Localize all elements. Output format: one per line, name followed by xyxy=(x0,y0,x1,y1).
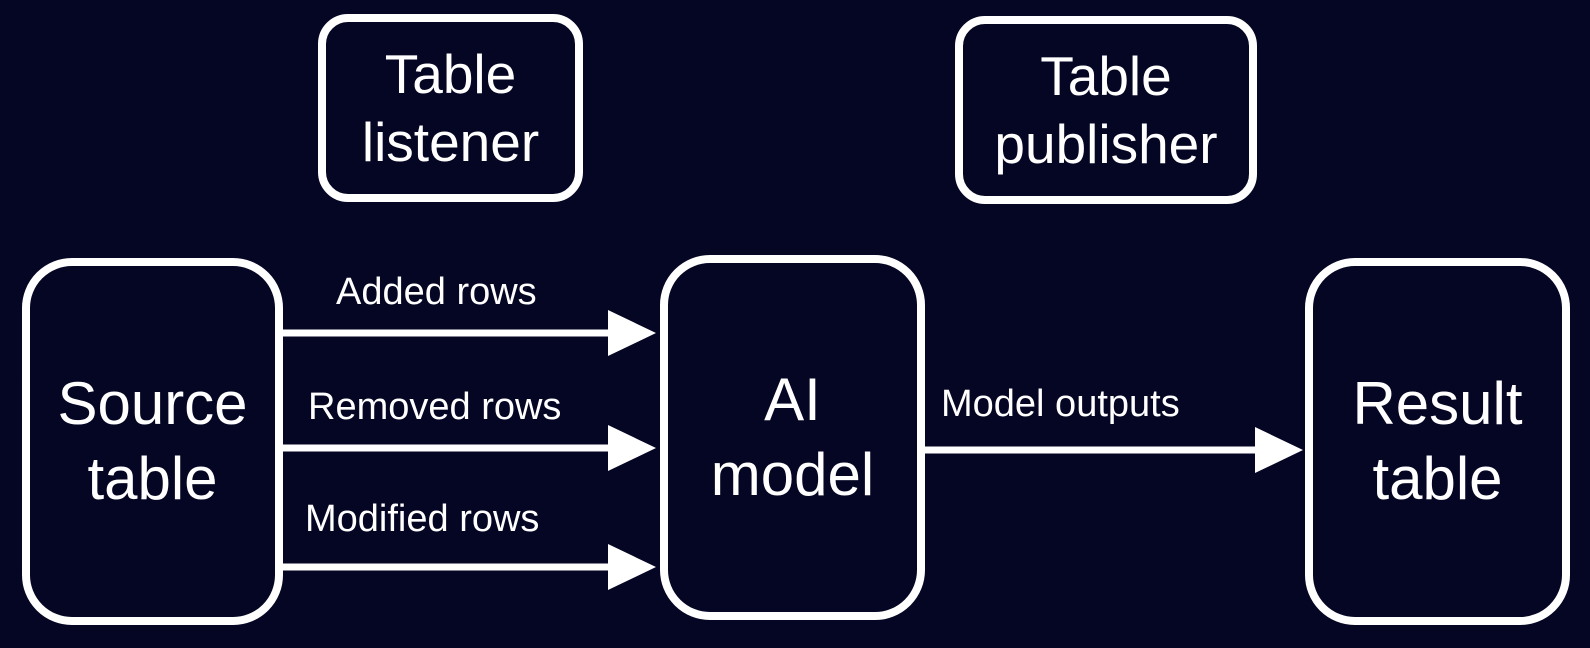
edge-label-removed-rows: Removed rows xyxy=(308,386,562,428)
node-shape-table-publisher[interactable] xyxy=(955,16,1257,204)
node-shape-result-table[interactable] xyxy=(1305,258,1570,625)
edge-arrowhead-added-rows xyxy=(608,310,656,356)
edge-label-model-outputs: Model outputs xyxy=(941,383,1180,425)
edge-label-added-rows: Added rows xyxy=(336,271,537,313)
node-shape-source-table[interactable] xyxy=(22,258,283,625)
edge-arrowhead-removed-rows xyxy=(608,425,656,471)
edge-label-modified-rows: Modified rows xyxy=(305,498,540,540)
edge-arrowhead-modified-rows xyxy=(608,544,656,590)
node-shape-ai-model[interactable] xyxy=(660,255,925,620)
node-shape-table-listener[interactable] xyxy=(318,14,583,202)
edge-arrowhead-model-outputs xyxy=(1255,427,1303,473)
